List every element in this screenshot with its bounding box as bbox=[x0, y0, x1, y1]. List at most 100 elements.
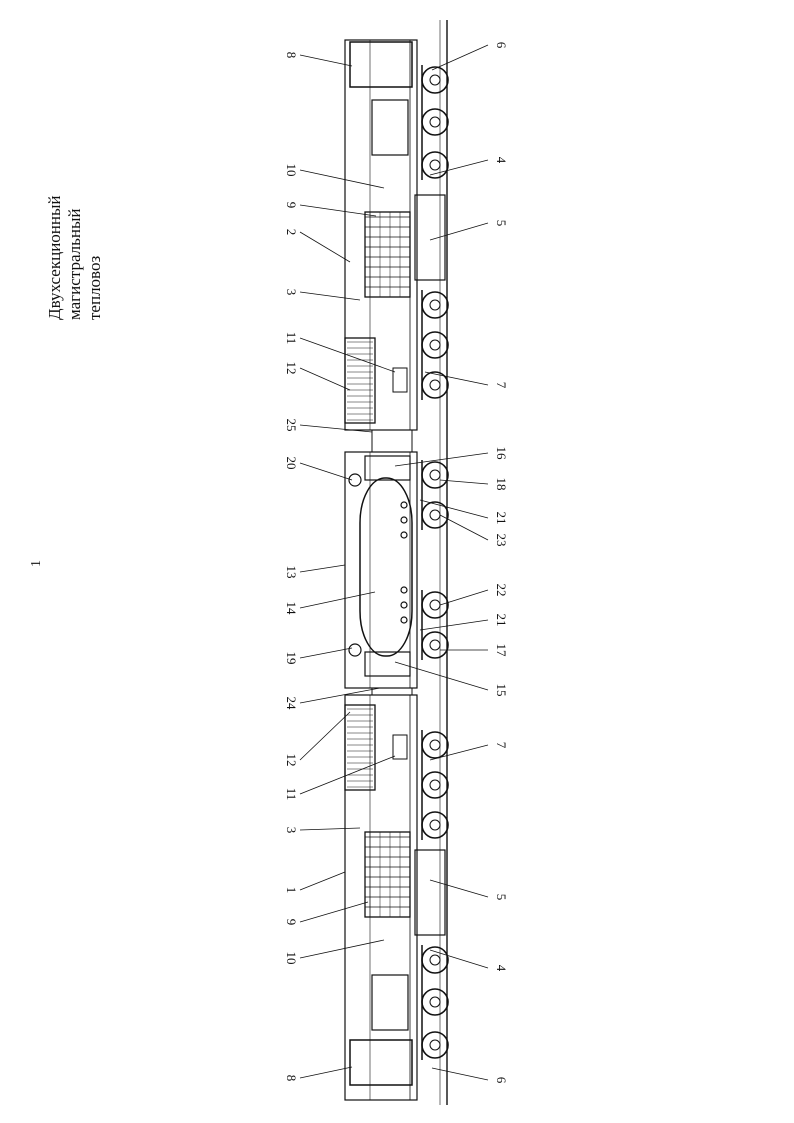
callout-label: 14 bbox=[284, 602, 299, 616]
callout-leader bbox=[419, 619, 489, 631]
wheel-hub bbox=[429, 996, 441, 1008]
wheel-hub bbox=[429, 639, 441, 651]
callout-leader bbox=[299, 591, 376, 609]
callout-leader bbox=[299, 687, 381, 704]
cab bbox=[349, 41, 413, 88]
wheel-hub bbox=[429, 116, 441, 128]
callout-label: 23 bbox=[494, 534, 509, 547]
fan-motor bbox=[392, 367, 408, 393]
callout-label: 8 bbox=[284, 52, 299, 59]
wheel bbox=[421, 771, 449, 799]
callout-label: 11 bbox=[284, 332, 299, 345]
callout-label: 6 bbox=[494, 1077, 509, 1084]
callout-leader bbox=[429, 879, 489, 898]
window bbox=[371, 99, 409, 156]
callout-leader bbox=[299, 367, 351, 391]
callout-label: 9 bbox=[284, 202, 299, 209]
wheel-hub bbox=[429, 819, 441, 831]
coupler bbox=[371, 687, 413, 696]
wheel-hub bbox=[429, 299, 441, 311]
callout-leader bbox=[299, 1066, 353, 1079]
callout-label: 5 bbox=[494, 894, 509, 901]
fan-motor bbox=[392, 734, 408, 760]
wheel-hub bbox=[429, 954, 441, 966]
cooling-unit bbox=[344, 337, 376, 424]
callout-leader bbox=[299, 901, 369, 923]
callout-leader bbox=[439, 479, 489, 485]
callout-leader bbox=[299, 204, 377, 217]
callout-label: 21 bbox=[494, 512, 509, 525]
callout-label: 25 bbox=[284, 419, 299, 432]
wheel-hub bbox=[429, 469, 441, 481]
wheel bbox=[421, 631, 449, 659]
callout-label: 17 bbox=[494, 644, 509, 658]
callout-label: 24 bbox=[284, 697, 299, 711]
callout-label: 8 bbox=[284, 1075, 299, 1082]
callout-leader bbox=[429, 222, 489, 241]
callout-leader bbox=[299, 871, 346, 891]
diesel-engine bbox=[364, 211, 411, 298]
underframe-tank bbox=[414, 849, 446, 936]
callout-label: 3 bbox=[284, 289, 299, 296]
callout-label: 3 bbox=[284, 827, 299, 834]
callout-label: 13 bbox=[284, 566, 299, 579]
wheel bbox=[421, 988, 449, 1016]
wheel bbox=[421, 591, 449, 619]
callout-leader bbox=[299, 564, 346, 573]
wheel-hub bbox=[429, 339, 441, 351]
callout-label: 19 bbox=[284, 652, 299, 665]
callout-leader bbox=[299, 424, 373, 433]
callout-leader bbox=[299, 54, 353, 67]
tank-valve bbox=[400, 586, 408, 594]
wheel-hub bbox=[429, 159, 441, 171]
callout-label: 5 bbox=[494, 220, 509, 227]
callout-label: 22 bbox=[494, 584, 509, 597]
callout-leader bbox=[299, 337, 396, 373]
coupler bbox=[371, 429, 413, 453]
callout-label: 18 bbox=[494, 478, 509, 491]
callout-label: 2 bbox=[284, 229, 299, 236]
callout-label: 10 bbox=[284, 952, 299, 965]
tank-valve bbox=[400, 501, 408, 509]
callout-label: 15 bbox=[494, 684, 509, 697]
callout-label: 7 bbox=[494, 742, 509, 749]
tank-valve bbox=[400, 531, 408, 539]
callout-label: 4 bbox=[494, 157, 509, 164]
wheel-hub bbox=[429, 779, 441, 791]
wheel bbox=[421, 291, 449, 319]
locomotive-structure bbox=[344, 20, 449, 1105]
equipment-box bbox=[364, 651, 411, 677]
callout-label: 1 bbox=[284, 887, 299, 894]
wheel bbox=[421, 731, 449, 759]
callout-leader bbox=[299, 462, 353, 481]
callout-leader bbox=[299, 231, 351, 263]
hatch bbox=[348, 473, 362, 487]
callout-leaders bbox=[299, 44, 489, 1081]
wheel bbox=[421, 108, 449, 136]
callout-leader bbox=[299, 755, 396, 795]
underframe-tank bbox=[414, 194, 446, 281]
wheel bbox=[421, 946, 449, 974]
callout-leader bbox=[299, 711, 351, 761]
wheel-hub bbox=[429, 739, 441, 751]
callout-label: 4 bbox=[494, 965, 509, 972]
callout-label: 12 bbox=[284, 362, 299, 375]
callout-leader bbox=[429, 159, 489, 176]
callout-leader bbox=[431, 1067, 489, 1081]
wheel bbox=[421, 66, 449, 94]
body-section bbox=[344, 39, 418, 431]
callout-leader bbox=[394, 661, 489, 691]
callout-leader bbox=[299, 291, 361, 301]
wheel-hub bbox=[429, 1039, 441, 1051]
callout-leader bbox=[431, 44, 489, 71]
callout-leader bbox=[299, 169, 385, 189]
callout-leader bbox=[299, 647, 353, 659]
tank-valve bbox=[400, 616, 408, 624]
callout-label: 10 bbox=[284, 164, 299, 177]
callout-leader bbox=[424, 371, 489, 386]
wheel bbox=[421, 461, 449, 489]
callout-label: 11 bbox=[284, 788, 299, 801]
callout-label: 16 bbox=[494, 447, 509, 461]
wheel bbox=[421, 811, 449, 839]
